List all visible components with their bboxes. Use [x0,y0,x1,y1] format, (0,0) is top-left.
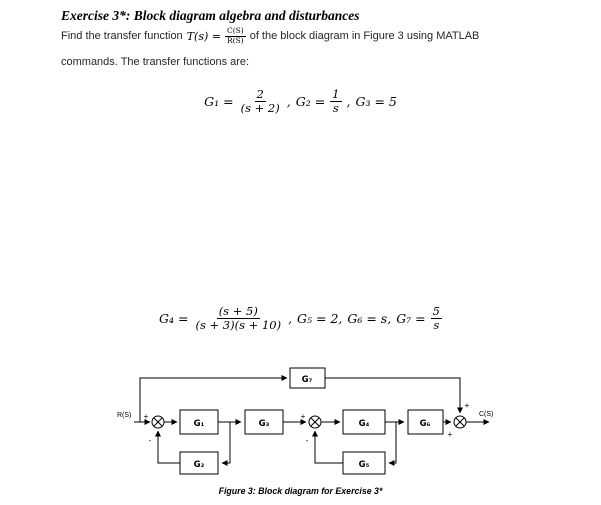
signal-wires [134,375,490,466]
eq1-g3: G₃ = 5 [355,94,397,110]
wire-g2-to-sum1 [155,430,180,464]
equation-1: G₁ = 2 (s + 2) , G₂ = 1 s , G₃ = 5 [0,87,601,116]
block-g4-label: G₄ [359,419,370,429]
sum3-top-sign: + [465,401,470,410]
block-g7 [289,367,326,389]
block-g4 [342,409,386,435]
eq2-g4-denominator: (s + 3)(s + 10) [195,318,282,333]
block-g2 [179,451,219,475]
exercise-title: Exercise 3*: Block diagram algebra and d… [61,8,360,23]
eq1-comma-2: , [346,94,351,110]
sum3-input-sign: + [448,430,453,439]
wire-pickoff-to-g5 [388,422,397,466]
eq2-g7-numerator: 5 [430,304,442,320]
eq1-g1-fraction: 2 (s + 2) [239,87,282,116]
eq2-g4-numerator: (s + 5) [216,304,260,320]
eq1-comma-1: , [286,94,291,110]
eq2-g7-lhs: G₇ = [396,311,426,327]
eq1-g1-numerator: 2 [254,87,266,103]
transfer-function-fraction: C(S) R(S) [224,26,246,45]
signal-labels: R(S) C(S) [117,411,493,419]
sum1-input-sign: + [144,412,149,421]
summing-junction-2 [308,415,322,429]
eq2-g4-lhs: G₄ = [159,311,189,327]
intro-line-2: commands. The transfer functions are: [61,56,250,68]
transfer-function-numerator: C(S) [224,26,246,37]
eq2-comma-1: , [288,311,293,327]
summing-junction-1 [151,415,165,429]
summing-signs: + - + - + + [144,401,470,445]
eq2-g7-denominator: s [433,318,440,333]
intro-line-1: Find the transfer function T(s) = C(S) R… [61,26,480,45]
eq2-g6: G₆ = s, [347,311,392,327]
eq1-g1-denominator: (s + 2) [240,101,280,116]
eq2-g4-fraction: (s + 5) (s + 3)(s + 10) [193,304,283,333]
intro-text-before: Find the transfer function [61,30,183,43]
eq1-g2-lhs: G₂ = [295,94,326,110]
block-g6-label: G₆ [420,419,431,429]
block-g1 [179,409,219,435]
input-signal-label: R(S) [117,412,131,419]
sum2-input-sign: + [301,412,306,421]
block-g7-label: G₇ [302,375,313,385]
intro-text-after: of the block diagram in Figure 3 using M… [249,30,480,43]
wire-pickoff-to-g7 [139,375,288,422]
summing-junction-3 [453,415,467,429]
block-g1-label: G₁ [194,419,205,429]
transfer-function-lhs: T(s) = [186,29,221,43]
sum2-x-stroke-2 [310,417,320,427]
equation-2: G₄ = (s + 5) (s + 3)(s + 10) , G₅ = 2, G… [0,304,601,333]
sum1-x-stroke-2 [153,417,163,427]
block-g5-label: G₅ [359,460,370,470]
block-g3 [244,409,284,435]
eq1-g2-denominator: s [332,101,339,116]
transfer-blocks: G₁ G₂ G₃ G₄ G₅ G₆ G₇ [179,367,444,475]
wire-g7-to-sum3 [325,377,463,414]
eq1-g2-fraction: 1 s [330,87,342,116]
sum2-feedback-sign: - [306,436,309,445]
figure-caption: Figure 3: Block diagram for Exercise 3* [218,486,383,496]
eq2-g7-fraction: 5 s [430,304,442,333]
output-signal-label: C(S) [479,411,493,418]
block-g2-label: G₂ [194,460,205,470]
block-g3-label: G₃ [259,419,270,429]
transfer-function-denominator: R(S) [227,35,244,45]
sum3-x-stroke-2 [455,417,465,427]
sum1-feedback-sign: - [149,436,152,445]
block-g6 [407,409,444,435]
eq1-g1-lhs: G₁ = [204,94,234,110]
wire-g5-to-sum2 [312,430,343,464]
block-g5 [342,451,386,475]
eq1-g2-numerator: 1 [330,87,342,103]
eq2-g5: G₅ = 2, [297,311,343,327]
block-diagram-figure: G₁ G₂ G₃ G₄ G₅ G₆ G₇ R(S) C(S) + - + - +… [117,367,493,475]
wire-pickoff-to-g2 [221,422,231,466]
